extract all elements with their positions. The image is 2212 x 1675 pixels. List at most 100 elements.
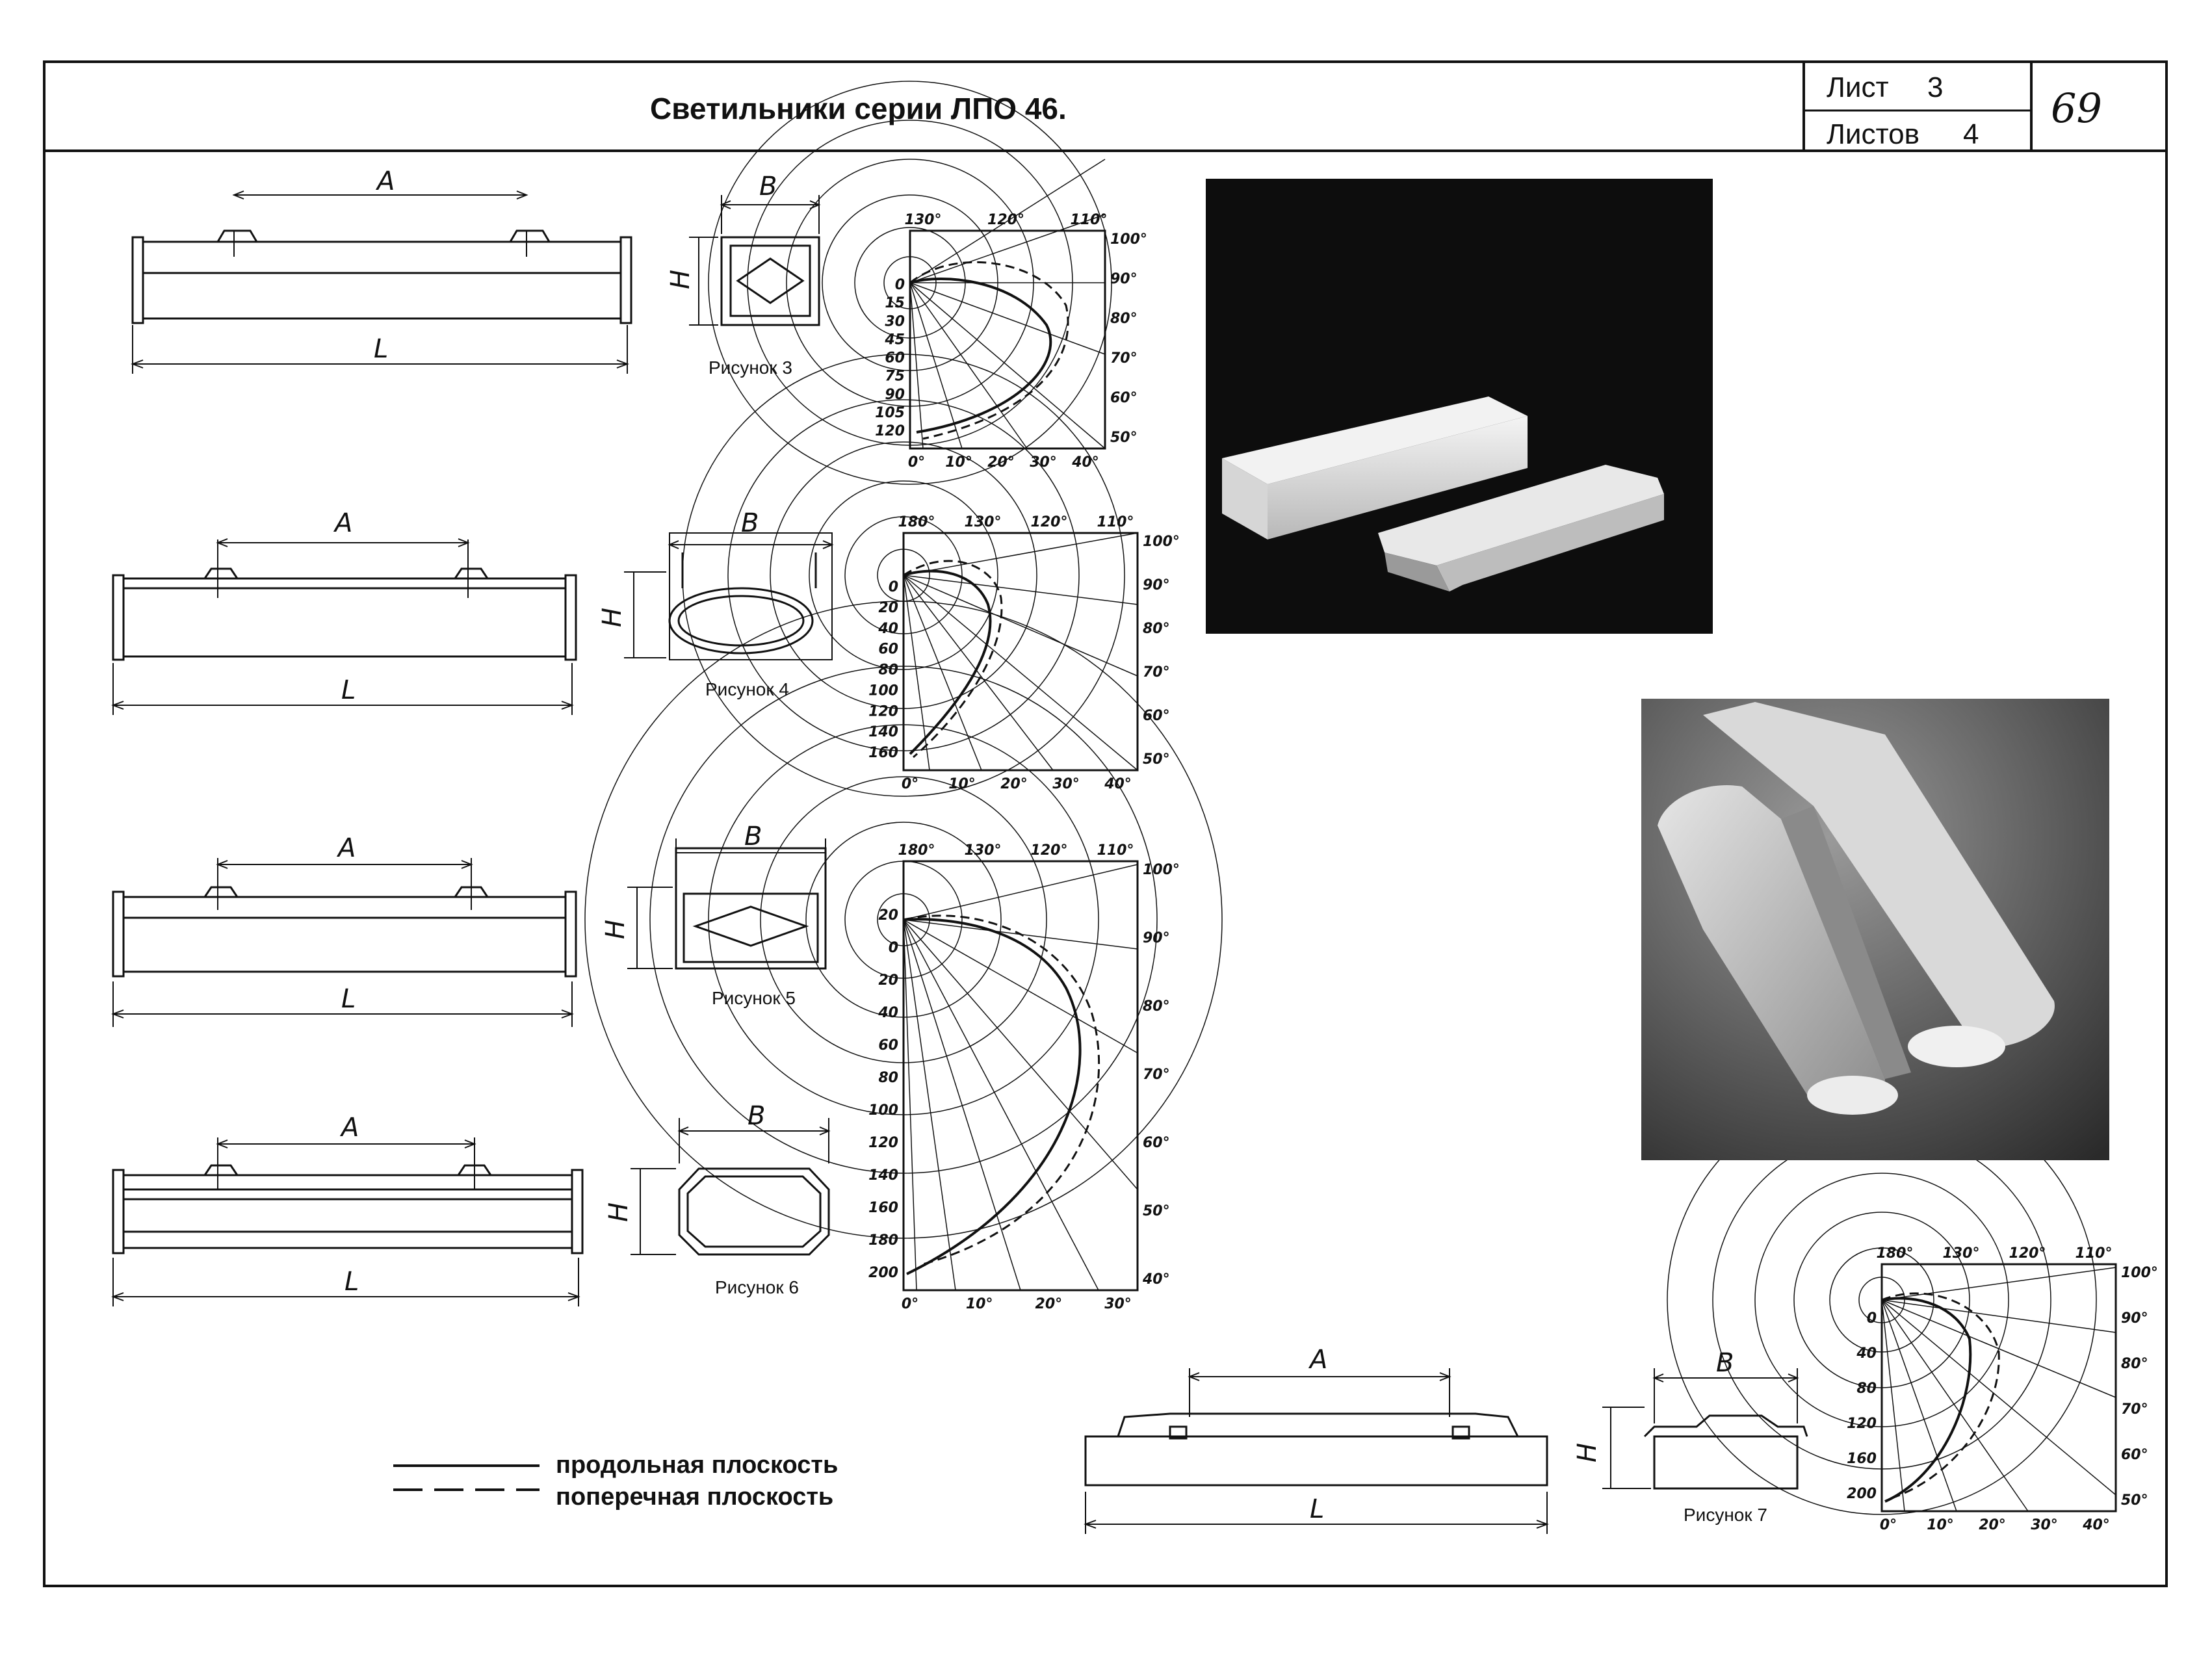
polar-3-top-label: 130° (965, 842, 1002, 859)
polar-1-top-label: 120° (987, 212, 1024, 228)
sheet-label: Лист (1827, 71, 1889, 103)
dim-b-fig3: B (759, 172, 777, 201)
polar-4-bottom-label: 30° (2031, 1517, 2058, 1533)
polar-3-top-label: 110° (1097, 842, 1134, 859)
legend (393, 1464, 540, 1491)
polar-3-radius-label: 100 (868, 1102, 898, 1119)
polar-3-radius-label: 120 (868, 1135, 898, 1151)
polar-1-radius-label: 60 (885, 350, 905, 367)
polar-1-top-label: 110° (1071, 212, 1108, 228)
polar-4-bottom-label: 0° (1880, 1517, 1897, 1533)
polar-3-radius-label: 60 (878, 1037, 898, 1054)
polar-4-angle-label: 60° (2121, 1447, 2148, 1463)
polar-1-radius-label: 75 (885, 369, 905, 385)
polar-3-radius-label: 20 (878, 907, 898, 924)
polar-3-radius-label: 160 (868, 1200, 898, 1216)
polar-3-top-label: 180° (898, 842, 935, 859)
polar-2-radius-label: 20 (878, 600, 898, 616)
side-view-fig7 (1084, 1368, 1549, 1534)
polar-chart-3 (584, 601, 1223, 1292)
photo-luminaires-top (1206, 179, 1713, 634)
polar-4-top-label: 120° (2009, 1245, 2046, 1262)
figure-caption-4: Рисунок 4 (705, 679, 789, 699)
polar-3-bottom-label: 20° (1035, 1296, 1063, 1312)
side-view-fig6 (111, 1137, 584, 1306)
polar-1-radius-label: 45 (884, 331, 905, 348)
polar-chart-2 (682, 354, 1139, 797)
polar-4-radius-label: 0 (1867, 1310, 1877, 1327)
polar-3-angle-label: 90° (1143, 930, 1170, 946)
sheet-frame (43, 60, 2168, 1587)
polar-2-top-label: 120° (1031, 514, 1068, 530)
figure-caption-7: Рисунок 7 (1684, 1505, 1767, 1525)
dimension-labels: A L B H A L B H A L B H A L B H A L B H (333, 166, 1734, 1524)
polar-1-radius-label: 105 (875, 405, 905, 421)
polar-2-top-label: 110° (1097, 514, 1134, 530)
dim-b-fig4: B (741, 508, 759, 538)
polar-2-bottom-label: 30° (1052, 776, 1080, 792)
dim-h-fig5: H (601, 920, 631, 939)
polar-1-radius-label: 30 (885, 313, 905, 330)
polar-4-top-label: 180° (1877, 1245, 1914, 1262)
polar-2-radius-label: 140 (868, 724, 898, 740)
polar-3-angle-label: 60° (1143, 1135, 1170, 1151)
legend-dashed-label: поперечная плоскость (556, 1483, 834, 1511)
side-view-fig5 (111, 858, 577, 1027)
polar-3-radius-label: 140 (868, 1167, 898, 1184)
polar-2-top-label: 130° (965, 514, 1002, 530)
polar-2-bottom-label: 10° (948, 776, 976, 792)
polar-4-bottom-label: 20° (1979, 1517, 2006, 1533)
dim-l-fig7: L (1310, 1494, 1324, 1524)
polar-3-angle-label: 70° (1143, 1067, 1170, 1083)
polar-chart-4 (1667, 1085, 2117, 1515)
polar-2-bottom-label: 20° (1000, 776, 1028, 792)
dim-a-fig7: A (1308, 1345, 1327, 1375)
polar-2-angle-label: 70° (1143, 664, 1170, 681)
polar-4-bottom-label: 10° (1927, 1517, 1954, 1533)
polar-3-bottom-label: 30° (1104, 1296, 1132, 1312)
polar-4-top-label: 110° (2075, 1245, 2113, 1262)
page-number: 69 (2051, 84, 2102, 132)
polar-3-radius-label: 40 (878, 1005, 898, 1021)
polar-2-radius-label: 40 (878, 621, 898, 637)
polar-2-angle-label: 90° (1143, 577, 1170, 593)
dim-h-fig6: H (604, 1202, 634, 1222)
legend-solid-label: продольная плоскость (556, 1451, 839, 1479)
polar-1-radius-label: 15 (885, 295, 905, 311)
sheet-value: 3 (1927, 71, 1944, 103)
photo-luminaires-bottom (1641, 699, 2109, 1160)
dim-h-fig3: H (666, 270, 696, 289)
figure-caption-6: Рисунок 6 (715, 1277, 799, 1297)
polar-1-radius-label: 0 (895, 277, 905, 293)
figure-caption-3: Рисунок 3 (709, 357, 792, 378)
page-title: Светильники серии ЛПО 46. (650, 92, 1067, 125)
polar-1-bottom-label: 40° (1071, 454, 1099, 471)
polar-3-radius-label: 80 (878, 1070, 898, 1086)
polar-1-angle-label: 60° (1110, 390, 1138, 406)
polar-1-bottom-label: 0° (908, 454, 925, 471)
polar-3-radius-label: 0 (889, 940, 898, 956)
polar-1-bottom-label: 10° (945, 454, 972, 471)
polar-3-angle-label: 100° (1143, 862, 1180, 878)
polar-3-bottom-label: 0° (902, 1296, 918, 1312)
polar-4-radius-label: 120 (1847, 1416, 1877, 1432)
polar-1-radius-label: 90 (885, 387, 905, 403)
polar-3-radius-label: 20 (878, 972, 898, 989)
dim-h-fig7: H (1572, 1443, 1602, 1462)
polar-2-angle-label: 50° (1143, 751, 1170, 768)
polar-2-top-label: 180° (898, 514, 935, 530)
polar-3-angle-label: 50° (1143, 1203, 1170, 1219)
dim-a-fig5: A (336, 833, 356, 863)
polar-4-angle-label: 80° (2121, 1356, 2148, 1372)
polar-2-radius-label: 120 (868, 703, 898, 720)
dim-h-fig4: H (597, 608, 627, 627)
dim-a-fig6: A (339, 1113, 359, 1143)
polar-4-radius-label: 200 (1847, 1486, 1877, 1502)
polar-chart-labels: 130°120°110°0153045607590105120100°90°80… (868, 212, 2158, 1533)
polar-2-angle-label: 60° (1143, 708, 1170, 724)
cross-section-fig7 (1602, 1368, 1808, 1490)
polar-2-radius-label: 0 (889, 579, 898, 595)
dim-a-fig3: A (375, 166, 395, 196)
dim-b-fig5: B (744, 822, 762, 851)
dim-l-fig6: L (345, 1267, 359, 1297)
